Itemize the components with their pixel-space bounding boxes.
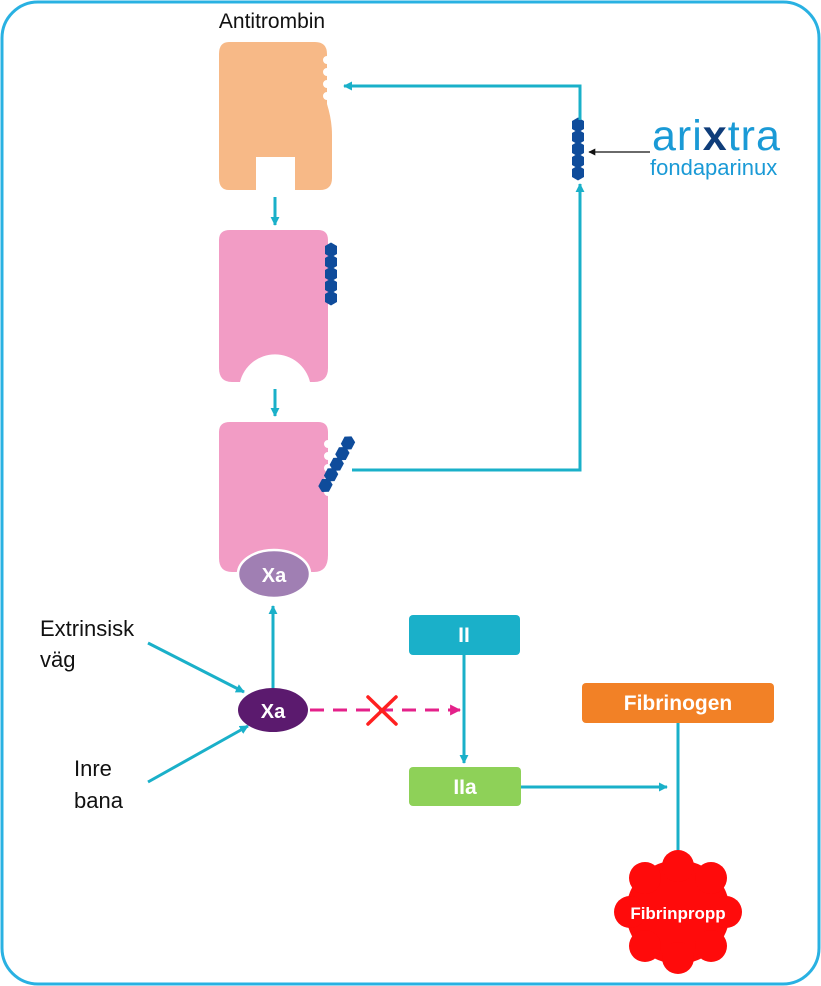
arrow-extrinsic [147, 641, 245, 694]
factor-xa-bound-label: Xa [262, 565, 287, 587]
factor-ii-box [409, 615, 520, 655]
factor-xa-node [238, 688, 308, 732]
fondaparinux-bound-1 [325, 242, 337, 306]
fibrinogen-box [582, 683, 774, 723]
intrinsic-pathway-label-1: Inre [74, 756, 112, 781]
brand-generic-name: fondaparinux [650, 155, 777, 180]
activated-antithrombin-molecule [219, 230, 328, 382]
fondaparinux-free [572, 117, 584, 181]
brand-logo: arixtra [652, 112, 781, 160]
fibrin-clot-label: Fibrinpropp [630, 904, 725, 923]
brand-logo-x: x [703, 112, 728, 160]
factor-iia-box [409, 767, 521, 806]
inhibition-cross-icon [366, 695, 398, 726]
fibrin-clot-shape [614, 850, 742, 974]
extrinsic-pathway-label-1: Extrinsisk [40, 616, 135, 641]
extrinsic-pathway-label-2: väg [40, 647, 75, 672]
antithrombin-xa-complex [219, 422, 328, 572]
factor-ii-label: II [458, 624, 470, 647]
factor-xa-label: Xa [261, 701, 286, 723]
fibrinogen-label: Fibrinogen [624, 692, 733, 715]
recycle-arrow-to-antithrombin [343, 81, 582, 120]
factor-iia-label: IIa [453, 776, 477, 799]
antithrombin-molecule [219, 42, 332, 190]
antithrombin-label: Antitrombin [219, 10, 325, 33]
brand-logo-part2: tra [728, 112, 781, 160]
arrow-intrinsic [147, 724, 249, 784]
intrinsic-pathway-label-2: bana [74, 788, 124, 813]
recycle-arrow [352, 183, 585, 472]
factor-xa-bound-node [236, 548, 312, 600]
brand-logo-part1: ari [652, 112, 703, 160]
